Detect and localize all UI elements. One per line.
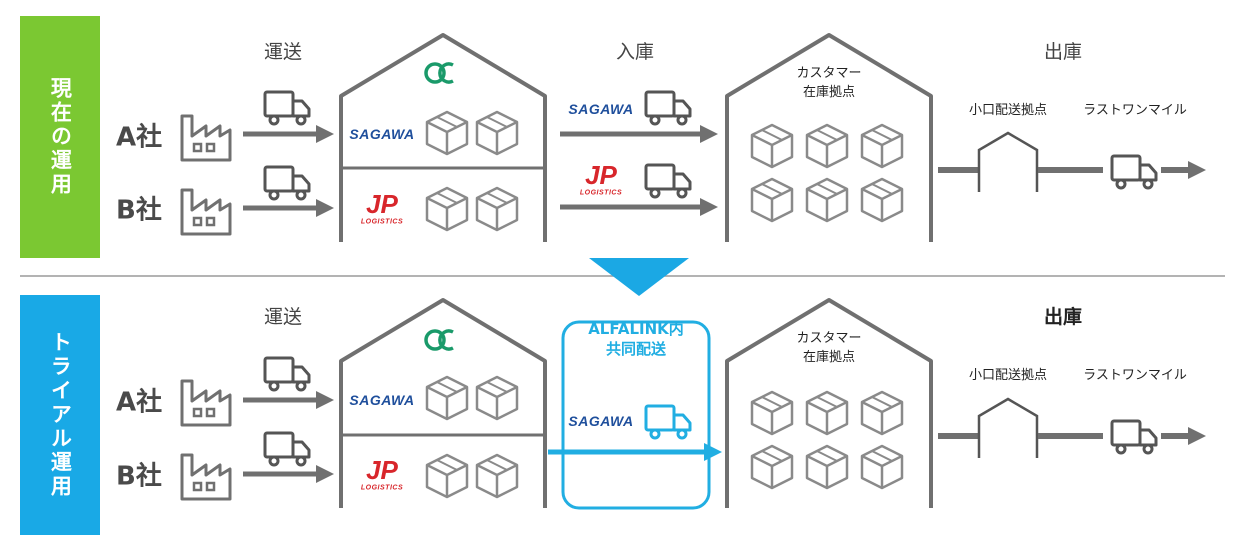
box-icon xyxy=(750,177,794,223)
header-outbound: 出庫 xyxy=(1043,306,1083,328)
truck-icon xyxy=(263,356,311,392)
box-icon xyxy=(860,123,904,169)
header-outbound: 出庫 xyxy=(1043,41,1083,63)
factory-icon xyxy=(180,379,232,427)
box-icon xyxy=(425,453,469,499)
box-icon xyxy=(805,177,849,223)
header-inbound: 入庫 xyxy=(615,41,655,63)
box-icon xyxy=(475,186,519,232)
inbound-sagawa-logo: SAGAWA xyxy=(568,101,634,117)
sagawa-logo: SAGAWA xyxy=(349,392,415,408)
box-icon xyxy=(475,375,519,421)
customer-warehouse-building xyxy=(725,298,933,508)
factory-icon xyxy=(180,114,232,162)
truck-icon xyxy=(263,165,311,201)
warehouse-building xyxy=(339,33,547,242)
trial-operation-band: トライアル運用 xyxy=(20,295,100,535)
customer-hub-label: カスタマー 在庫拠点 xyxy=(796,66,862,100)
box-icon xyxy=(750,123,794,169)
customer-warehouse-building xyxy=(725,33,933,242)
joint-sagawa-logo: SAGAWA xyxy=(568,413,634,429)
box-icon xyxy=(425,110,469,156)
box-icon xyxy=(860,444,904,490)
truck-icon xyxy=(644,163,692,199)
joint-delivery-label: ALFALINK内 共同配送 xyxy=(588,320,684,358)
company-a-label: A社 xyxy=(116,387,163,418)
factory-icon xyxy=(180,188,232,236)
sagawa-logo: SAGAWA xyxy=(349,126,415,142)
small-lot-hub-label: 小口配送拠点 xyxy=(968,368,1048,383)
inbound-jp-logo: JP xyxy=(585,160,617,190)
customer-hub-label: カスタマー 在庫拠点 xyxy=(796,331,862,365)
box-icon xyxy=(860,177,904,223)
truck-icon xyxy=(263,431,311,467)
jp-logistics-logo: JP xyxy=(366,189,398,219)
box-icon xyxy=(805,123,849,169)
last-one-mile-label: ラストワンマイル xyxy=(1083,103,1187,118)
last-one-mile-label: ラストワンマイル xyxy=(1083,368,1187,383)
company-b-label: B社 xyxy=(116,461,162,492)
joint-delivery-arrow xyxy=(704,443,722,461)
down-arrow-icon xyxy=(589,258,689,296)
warehouse-building xyxy=(339,298,547,508)
small-lot-hub-icon xyxy=(977,131,1039,192)
truck-icon xyxy=(644,404,692,440)
small-lot-hub-label: 小口配送拠点 xyxy=(968,103,1048,118)
factory-icon xyxy=(180,453,232,501)
truck-icon xyxy=(1110,154,1158,190)
box-icon xyxy=(475,453,519,499)
inbound-jp-logo-sub: LOGISTICS xyxy=(579,189,623,197)
box-icon xyxy=(750,444,794,490)
trial-operation-label: トライアル運用 xyxy=(48,331,73,499)
company-b-label: B社 xyxy=(116,195,162,226)
truck-icon xyxy=(644,90,692,126)
alfalink-logo-icon xyxy=(424,62,455,84)
box-icon xyxy=(475,110,519,156)
box-icon xyxy=(425,186,469,232)
box-icon xyxy=(805,390,849,436)
truck-icon xyxy=(263,90,311,126)
jp-logistics-logo-sub: LOGISTICS xyxy=(360,484,404,492)
header-transport: 運送 xyxy=(263,306,303,328)
truck-icon xyxy=(1110,419,1158,455)
current-operation-band: 現在の運用 xyxy=(20,16,100,258)
box-icon xyxy=(805,444,849,490)
company-a-label: A社 xyxy=(116,122,163,153)
box-icon xyxy=(750,390,794,436)
box-icon xyxy=(860,390,904,436)
jp-logistics-logo-sub: LOGISTICS xyxy=(360,218,404,226)
current-operation-label: 現在の運用 xyxy=(48,77,73,197)
small-lot-hub-icon xyxy=(977,397,1039,458)
jp-logistics-logo: JP xyxy=(366,455,398,485)
joint-delivery-frame xyxy=(561,320,711,510)
header-transport: 運送 xyxy=(263,41,303,63)
alfalink-logo-icon xyxy=(424,329,455,351)
box-icon xyxy=(425,375,469,421)
